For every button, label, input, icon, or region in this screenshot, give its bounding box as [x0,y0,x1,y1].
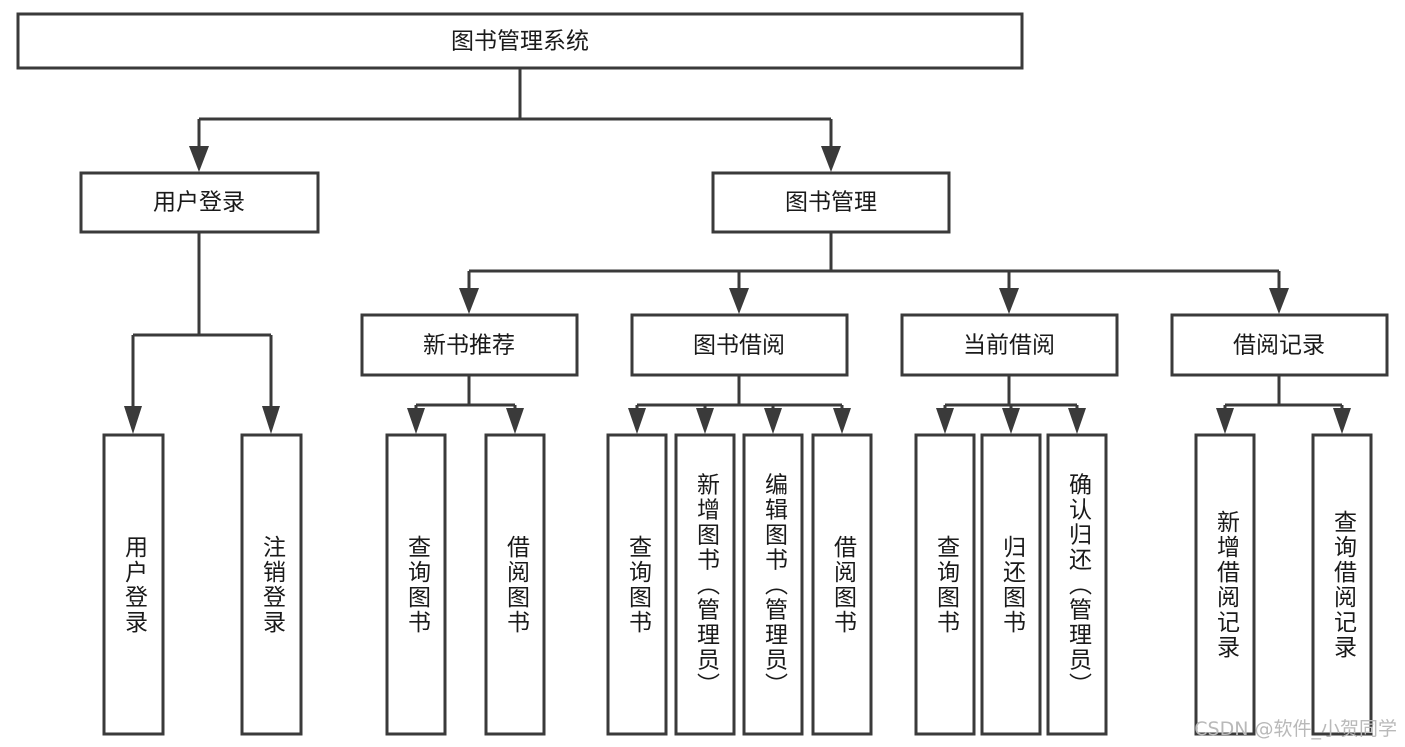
node-book-manage-label: 图书管理 [785,190,877,216]
leaf-book-borrow-add[interactable]: 新增图书（管理员） [674,433,736,736]
leaf-book-borrow-edit[interactable]: 编辑图书（管理员） [742,433,804,736]
leaf-user-login-logout-label: 注销登录 [259,535,287,635]
node-user-login-label: 用户登录 [153,190,245,216]
node-book-borrow-label: 图书借阅 [693,333,785,359]
node-root-box[interactable] [16,12,1024,70]
leaf-new-book-query-label: 查询图书 [404,535,432,635]
node-user-login-box[interactable] [79,171,320,234]
leaf-new-book-borrow-label: 借阅图书 [503,535,531,635]
leaf-current-borrow-confirm-label: 确认归还（管理员） [1065,473,1093,698]
leaf-book-borrow-edit-box[interactable] [742,433,804,736]
arrowhead-user-login [189,146,209,172]
leaf-current-borrow-query[interactable]: 查询图书 [914,433,976,736]
leaf-book-borrow-query[interactable]: 查询图书 [606,433,668,736]
arrowhead-borrow-record [1269,288,1289,314]
leaf-user-login-logout[interactable]: 注销登录 [240,433,303,736]
leaf-current-borrow-confirm[interactable]: 确认归还（管理员） [1046,433,1108,736]
leaf-borrow-record-query[interactable]: 查询借阅记录 [1311,433,1373,736]
node-book-manage-box[interactable] [711,171,951,234]
node-book-borrow[interactable]: 图书借阅 [630,313,849,377]
node-current-borrow[interactable]: 当前借阅 [900,313,1119,377]
arrowhead-book-manage [821,146,841,172]
leaf-new-book-query-box[interactable] [385,433,447,736]
arrowhead-br-leaf1 [1216,408,1234,434]
node-borrow-record[interactable]: 借阅记录 [1170,313,1389,377]
connector-layer [124,68,1351,434]
node-root-label: 图书管理系统 [451,29,589,55]
leaf-new-book-borrow-box[interactable] [484,433,546,736]
leaf-user-login-logout-box[interactable] [240,433,303,736]
node-root[interactable]: 图书管理系统 [16,12,1024,70]
leaf-book-borrow-borrow-label: 借阅图书 [830,535,858,635]
leaf-book-borrow-add-label: 新增图书（管理员） [693,473,721,698]
node-new-book-recommend-box[interactable] [360,313,579,377]
node-user-login[interactable]: 用户登录 [79,171,320,234]
arrowhead-bb-leaf4 [833,408,851,434]
leaf-user-login-login-box[interactable] [102,433,165,736]
leaf-user-login-login[interactable]: 用户登录 [102,433,165,736]
leaf-book-borrow-query-box[interactable] [606,433,668,736]
leaf-book-borrow-borrow[interactable]: 借阅图书 [811,433,873,736]
leaf-borrow-record-add-box[interactable] [1194,433,1256,736]
arrowhead-nb-leaf1 [407,408,425,434]
arrowhead-leaf-user-login [124,406,142,434]
leaf-book-borrow-add-box[interactable] [674,433,736,736]
arrowhead-cb-leaf3 [1068,408,1086,434]
leaf-book-borrow-edit-label: 编辑图书（管理员） [761,473,789,698]
leaf-new-book-query[interactable]: 查询图书 [385,433,447,736]
leaf-borrow-record-query-box[interactable] [1311,433,1373,736]
leaf-book-borrow-borrow-box[interactable] [811,433,873,736]
leaf-user-login-login-label: 用户登录 [121,535,149,635]
arrowhead-bb-leaf1 [628,408,646,434]
leaf-borrow-record-add-label: 新增借阅记录 [1213,510,1241,660]
node-book-manage[interactable]: 图书管理 [711,171,951,234]
arrowhead-book-borrow [729,288,749,314]
leaf-current-borrow-confirm-box[interactable] [1046,433,1108,736]
leaf-current-borrow-return-label: 归还图书 [999,535,1027,635]
arrowhead-bb-leaf3 [764,408,782,434]
arrowhead-new-book [459,288,479,314]
arrowhead-cb-leaf2 [1002,408,1020,434]
node-borrow-record-box[interactable] [1170,313,1389,377]
node-new-book-recommend[interactable]: 新书推荐 [360,313,579,377]
node-new-book-recommend-label: 新书推荐 [423,333,515,359]
node-book-borrow-box[interactable] [630,313,849,377]
leaf-borrow-record-query-label: 查询借阅记录 [1330,510,1358,660]
leaf-current-borrow-query-box[interactable] [914,433,976,736]
arrowhead-leaf-logout [262,406,280,434]
leaf-book-borrow-query-label: 查询图书 [625,535,653,635]
arrowhead-nb-leaf2 [506,408,524,434]
leaf-current-borrow-query-label: 查询图书 [933,535,961,635]
arrowhead-cb-leaf1 [936,408,954,434]
leaf-current-borrow-return-box[interactable] [980,433,1042,736]
leaf-new-book-borrow[interactable]: 借阅图书 [484,433,546,736]
node-current-borrow-box[interactable] [900,313,1119,377]
node-current-borrow-label: 当前借阅 [963,333,1055,359]
arrowhead-current-borrow [999,288,1019,314]
leaf-borrow-record-add[interactable]: 新增借阅记录 [1194,433,1256,736]
node-borrow-record-label: 借阅记录 [1233,333,1325,359]
arrowhead-br-leaf2 [1333,408,1351,434]
leaf-current-borrow-return[interactable]: 归还图书 [980,433,1042,736]
arrowhead-bb-leaf2 [696,408,714,434]
